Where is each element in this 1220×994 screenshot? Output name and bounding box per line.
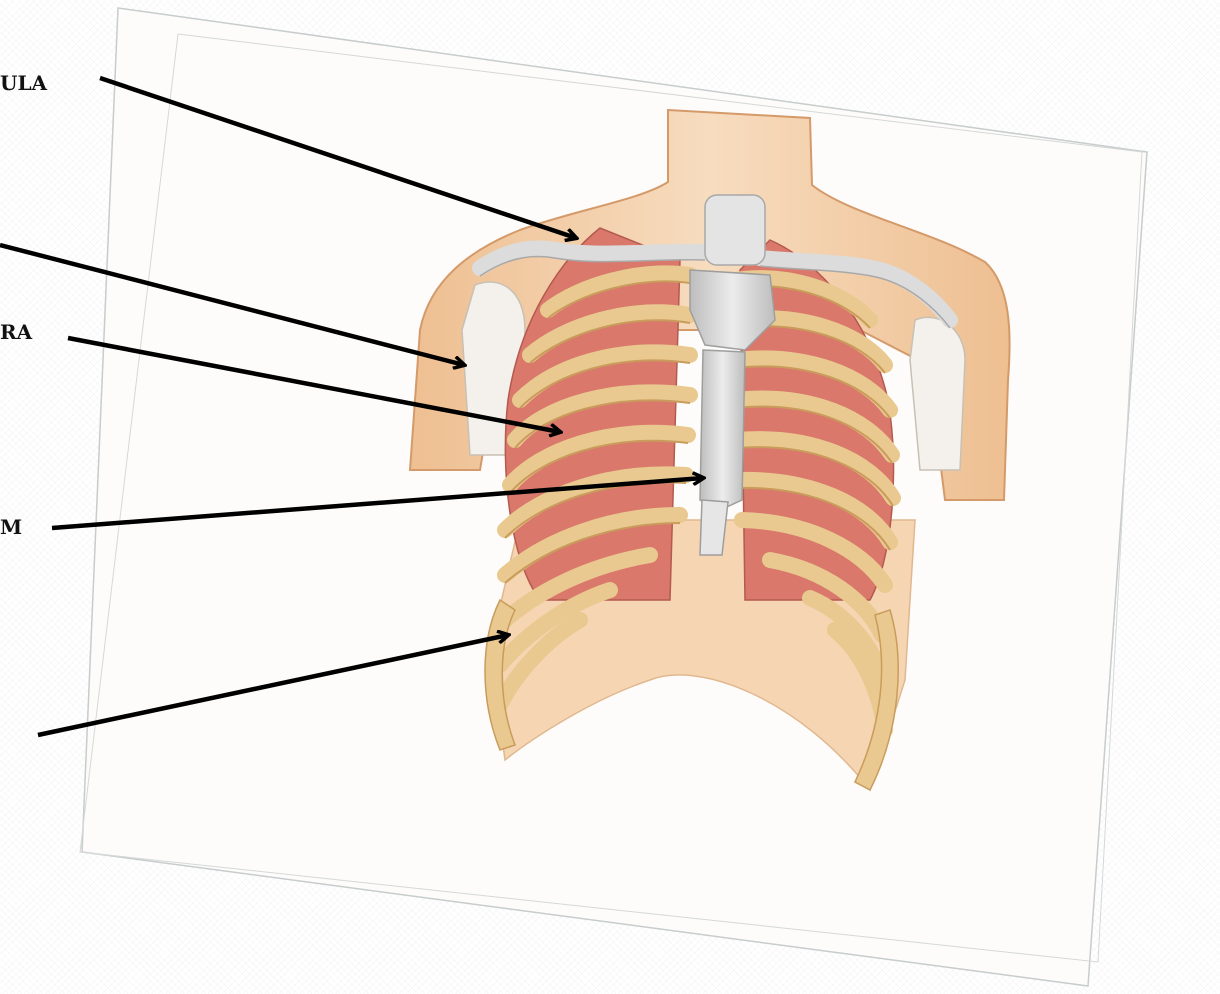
label-costilla: RA [0,320,32,344]
trachea [705,195,765,265]
label-esternon: M [0,515,22,539]
label-clavicula: ULA [0,71,47,95]
sternum-body [700,350,745,510]
shoulder-joint-right [910,317,965,470]
